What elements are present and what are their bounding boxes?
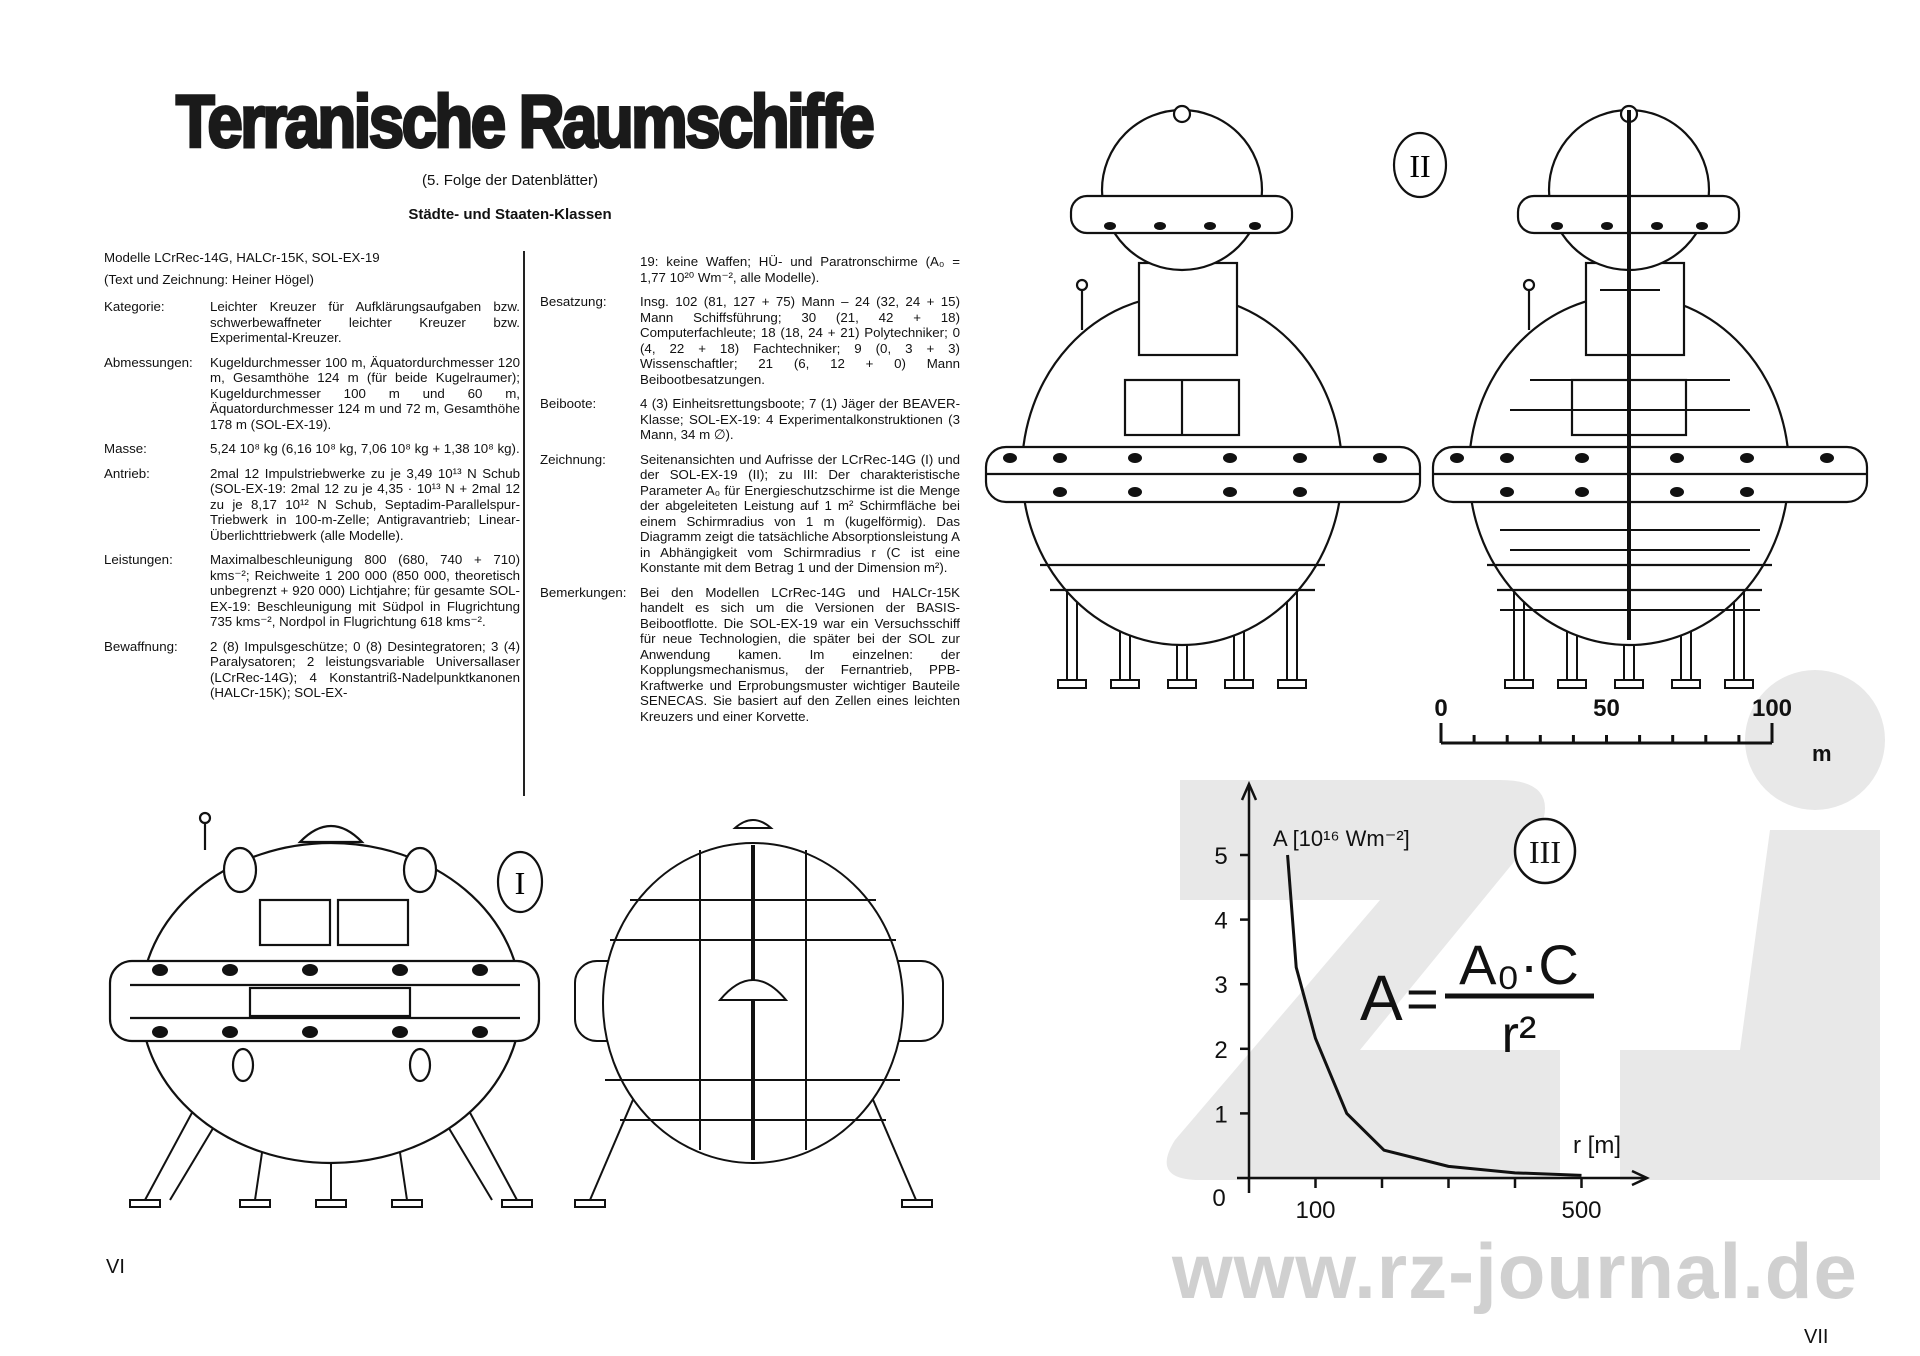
spec-value: 2 (8) Impulsgeschütze; 0 (8) Desintegrat…	[210, 638, 520, 701]
scale-bar-unit: m	[1812, 741, 1832, 766]
figure-i-badge: I	[496, 850, 544, 914]
lcrrec-14g-side-view	[108, 811, 541, 1208]
figure-ii-badge: II	[1392, 131, 1448, 199]
spec-row: Kategorie: Leichter Kreuzer für Aufklärun…	[104, 299, 520, 346]
spec-label: Bemerkungen:	[540, 584, 627, 600]
spec-row: Masse: 5,24 10⁸ kg (6,16 10⁸ kg, 7,06 10⁸…	[104, 441, 520, 457]
lcrrec-14g-cutaway	[574, 819, 944, 1208]
spec-label: Leistungen:	[104, 552, 173, 567]
y-tick-label: 5	[1214, 843, 1227, 870]
spec-label: Zeichnung:	[540, 451, 606, 467]
page-title: Terranische Raumschiffe	[175, 80, 877, 163]
spec-row: Bewaffnung: 2 (8) Impulsgeschütze; 0 (8) …	[104, 639, 520, 701]
x-tick-label: 500	[1561, 1197, 1601, 1224]
spec-value: 5,24 10⁸ kg (6,16 10⁸ kg, 7,06 10⁸ kg + …	[210, 441, 520, 456]
page-number-left: VI	[106, 1256, 125, 1278]
spec-row: Besatzung: Insg. 102 (81, 127 + 75) Mann …	[540, 294, 960, 387]
scale-bar-label: 100	[1752, 695, 1792, 722]
spec-value: Kugeldurchmesser 100 m, Äquatordurchmess…	[210, 354, 520, 432]
spec-row: Antrieb: 2mal 12 Impulstriebwerke zu je 3…	[104, 466, 520, 544]
page-subtitle: (5. Folge der Datenblätter)	[422, 172, 598, 189]
sol-ex-19-side-view	[984, 104, 1422, 689]
spec-value: Leichter Kreuzer für Aufklärungsaufgaben…	[210, 299, 520, 345]
origin-label: 0	[1212, 1185, 1225, 1212]
scale-bar-label: 50	[1593, 695, 1620, 722]
spec-value: Seitenansichten und Aufrisse der LCrRec-…	[640, 451, 960, 576]
spec-label: Bewaffnung:	[104, 638, 178, 654]
spec-label: Masse:	[104, 441, 147, 456]
portholes	[1003, 222, 1387, 497]
spec-label: Beiboote:	[540, 396, 597, 411]
y-tick-label: 2	[1214, 1037, 1227, 1064]
x-axis-arrow	[1631, 1169, 1650, 1187]
scale-bar: 0 50 100 m	[1434, 695, 1831, 766]
column-divider	[523, 251, 525, 796]
spec-value: Bei den Modellen LCrRec-14G und HALCr-15…	[640, 584, 960, 724]
x-tick-label: 100	[1295, 1197, 1335, 1224]
formula-lhs: A	[1360, 962, 1403, 1034]
models-line: Modelle LCrRec-14G, HALCr-15K, SOL-EX-19	[104, 250, 380, 265]
figure-iii-badge	[1513, 817, 1577, 885]
page-number-right: VII	[1804, 1326, 1829, 1348]
x-axis-label: r [m]	[1573, 1132, 1621, 1159]
figure-iii-label: III	[1529, 834, 1561, 870]
y-tick-label: 4	[1214, 908, 1227, 935]
scale-bar-label: 0	[1434, 695, 1447, 722]
sol-ex-19-cutaway	[1431, 104, 1869, 690]
spec-label: Antrieb:	[104, 465, 150, 481]
spec-column-left: Modelle LCrRec-14G, HALCr-15K, SOL-EX-19…	[104, 250, 520, 710]
formula-numerator: A₀·C	[1459, 933, 1579, 996]
spec-label: Abmessungen:	[104, 354, 193, 370]
figure-ii-label: II	[1409, 148, 1430, 184]
y-tick-label: 1	[1214, 1101, 1227, 1128]
spec-label: Kategorie:	[104, 299, 165, 314]
spec-value: 2mal 12 Impulstriebwerke zu je 3,49 10¹³…	[210, 465, 520, 543]
spec-value: Insg. 102 (81, 127 + 75) Mann – 24 (32, …	[640, 294, 960, 387]
spec-row: Zeichnung: Seitenansichten und Aufrisse d…	[540, 452, 960, 576]
watermark-url: www.rz-journal.de	[1172, 1227, 1858, 1315]
spec-value: 4 (3) Einheitsrettungsboote; 7 (1) Jäger…	[640, 396, 960, 442]
y-axis-arrow	[1240, 780, 1258, 801]
formula-equals-sign: =	[1406, 967, 1439, 1030]
figure-i-label: I	[515, 865, 526, 901]
y-tick-label: 3	[1214, 972, 1227, 999]
continuation-text: 19: keine Waffen; HÜ- und Paratronschirm…	[640, 254, 960, 285]
spec-row: Beiboote: 4 (3) Einheitsrettungsboote; 7 …	[540, 396, 960, 443]
y-axis-label: A [10¹⁶ Wm⁻²]	[1273, 826, 1410, 851]
absorption-chart: 1 2 3 4 5 100 500 0 A [10¹⁶ Wm⁻²] r [m] III A= A₀·C r…	[1212, 780, 1650, 1224]
spec-label: Besatzung:	[540, 294, 607, 309]
spec-row: Bemerkungen: Bei den Modellen LCrRec-14G …	[540, 585, 960, 725]
spec-column-right: 19: keine Waffen; HÜ- und Paratronschirm…	[540, 254, 960, 733]
spec-value: Maximalbeschleunigung 800 (680, 740 + 71…	[210, 552, 520, 629]
spec-row: Abmessungen: Kugeldurchmesser 100 m, Äqua…	[104, 355, 520, 433]
section-heading: Städte- und Staaten-Klassen	[408, 206, 612, 223]
spec-row: Leistungen: Maximalbeschleunigung 800 (68…	[104, 552, 520, 630]
credits-line: (Text und Zeichnung: Heiner Högel)	[104, 271, 314, 287]
formula-denominator: r²	[1502, 1006, 1537, 1064]
series-line-a-of-r	[1286, 854, 1582, 1177]
watermark-logo	[1166, 670, 1885, 1180]
